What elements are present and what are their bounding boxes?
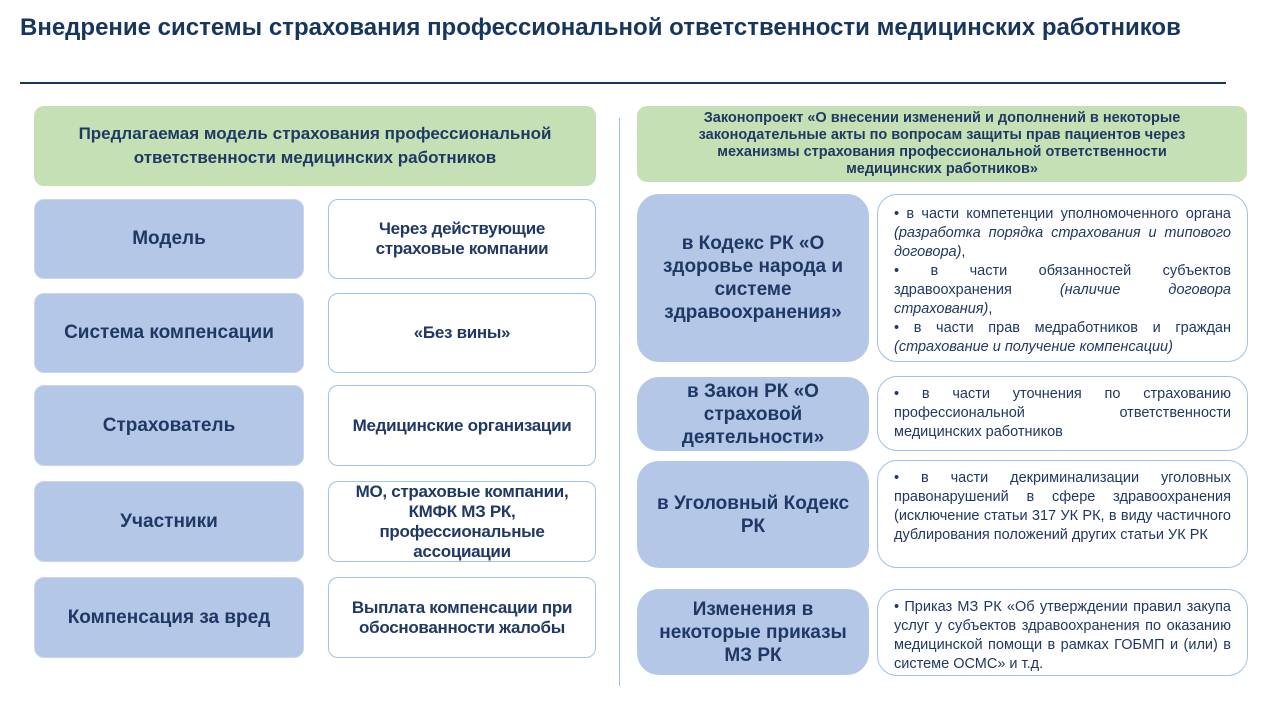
title-divider <box>20 82 1226 84</box>
row-label-insurer: Страхователь <box>34 385 304 466</box>
law-details-insurance-activity: • в части уточнения по страхованию профе… <box>877 376 1248 451</box>
list-item: • в части прав медработников и граждан (… <box>894 320 1232 355</box>
law-details-mh-orders: • Приказ МЗ РК «Об утверждении правил за… <box>877 589 1248 676</box>
row-value-model: Через действующие страховые компании <box>328 199 596 279</box>
list-item: • в части обязанностей субъектов здравоо… <box>894 263 1231 317</box>
left-header: Предлагаемая модель страхования професси… <box>34 106 596 186</box>
law-label-health-code: в Кодекс РК «О здоровье народа и системе… <box>637 194 869 362</box>
right-header: Законопроект «О внесении изменений и доп… <box>637 106 1247 182</box>
law-label-criminal-code: в Уголовный Кодекс РК <box>637 461 869 568</box>
list-item: • в части компетенции уполномоченного ор… <box>894 206 1231 260</box>
list-item: • в части декриминализации уголовных пра… <box>894 470 1231 543</box>
law-details-health-code: • в части компетенции уполномоченного ор… <box>877 194 1248 362</box>
row-value-insurer: Медицинские организации <box>328 385 596 466</box>
slide-title: Внедрение системы страхования профессион… <box>20 14 1181 41</box>
law-details-criminal-code: • в части декриминализации уголовных пра… <box>877 460 1248 568</box>
row-label-participants: Участники <box>34 481 304 562</box>
column-divider <box>619 118 620 686</box>
list-item: • Приказ МЗ РК «Об утверждении правил за… <box>894 599 1231 672</box>
row-label-model: Модель <box>34 199 304 279</box>
row-value-participants: МО, страховые компании, КМФК МЗ РК, проф… <box>328 481 596 562</box>
row-label-compensation-system: Система компенсации <box>34 293 304 373</box>
list-item: • в части уточнения по страхованию профе… <box>894 386 1231 440</box>
row-label-harm-compensation: Компенсация за вред <box>34 577 304 658</box>
row-value-harm-compensation: Выплата компенсации при обоснованности ж… <box>328 577 596 658</box>
law-label-insurance-activity: в Закон РК «О страховой деятельности» <box>637 377 869 451</box>
law-label-mh-orders: Изменения в некоторые приказы МЗ РК <box>637 589 869 675</box>
row-value-compensation-system: «Без вины» <box>328 293 596 373</box>
